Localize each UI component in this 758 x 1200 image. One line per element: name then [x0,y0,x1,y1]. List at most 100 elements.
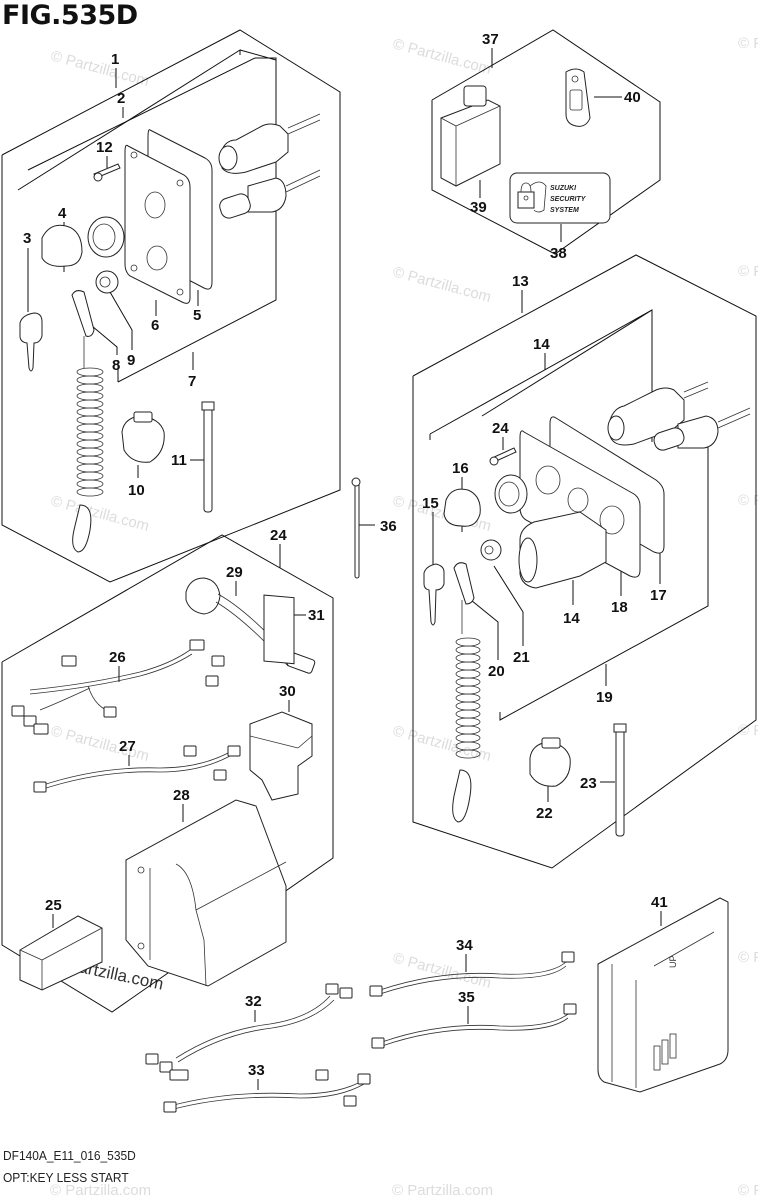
watermark: © Partzilla.com [738,492,758,509]
callout-28: 27 [119,738,136,755]
callout-42: 41 [651,894,668,911]
callouts-group-25: 24 29 31 26 30 27 28 25 [45,527,325,928]
watermark: © Partzilla.com [49,47,151,90]
callout-25: 24 [270,527,287,544]
watermark: © Partzilla.com [391,263,493,306]
callout-10: 10 [128,482,145,499]
security-decal-39: SUZUKI SECURITY SYSTEM [509,172,611,224]
harness-36 [381,1013,569,1043]
callout-23: 23 [580,775,597,792]
callout-5: 5 [193,307,201,324]
cap-4 [41,224,83,267]
cap-16 [443,488,481,527]
harness-27 [29,649,191,691]
callout-26: 25 [45,897,62,914]
fuse-box-26 [19,915,103,991]
callout-40: 39 [470,199,487,216]
lanyard-clip-end-right [452,769,472,823]
figure-name: OPT:KEY LESS START [3,1170,129,1185]
callouts-group-38: 37 39 38 40 [470,31,641,262]
watermark: © Partzilla.com [738,949,758,966]
callout-15: 15 [422,495,439,512]
callout-6: 6 [151,317,159,334]
callout-33: 32 [245,993,262,1010]
callout-35: 34 [456,937,473,954]
callouts-group-13: 13 14 14 15 16 17 18 19 20 21 22 23 24 [422,273,667,822]
callout-22: 22 [536,805,553,822]
watermark: © Partzilla.com [49,722,151,765]
callout-1: 1 [111,51,119,68]
callout-14-bottom: 14 [563,610,580,627]
harness-34 [169,1079,365,1107]
bracket-29 [125,799,287,987]
lanyard-clip-20 [453,562,475,605]
loose-parts: 32 33 34 35 41 UP [145,894,729,1113]
callout-16: 16 [452,460,469,477]
stop-switch-cap-10 [121,415,165,463]
parts-group-1 [19,113,321,553]
callout-11: 11 [171,452,187,469]
callout-17: 17 [650,587,667,604]
nut-9 [95,270,119,294]
callout-27: 26 [109,649,126,666]
callout-20: 20 [488,663,505,680]
key-15 [423,563,445,626]
callout-3: 3 [23,230,31,247]
ecu-up-marking: UP [668,955,678,968]
callout-29: 28 [173,787,190,804]
badge-line-1: SUZUKI [550,185,577,192]
figure-code: DF140A_E11_016_535D [3,1148,136,1163]
lanyard-coil-right [455,637,481,759]
badge-line-2: SECURITY [550,196,587,203]
callout-2: 2 [117,90,125,107]
callout-24: 24 [492,420,509,437]
ignition-switch [221,123,289,174]
key-3 [19,312,43,372]
key-fob-41 [565,68,591,127]
badge-line-3: SYSTEM [550,207,579,214]
parts-group-25 [11,577,316,991]
watermark: © Partzilla.com [738,722,758,739]
cable-tie-23 [615,727,625,837]
assembly-group-38 [431,29,661,255]
watermark: © Partzilla.com [738,1182,758,1199]
parts-group-13 [423,381,751,837]
panel-plate-18 [519,430,641,578]
watermark: © Partzilla.com [392,1182,493,1199]
callout-34: 33 [248,1062,265,1079]
callout-14-top: 14 [533,336,550,353]
figure-title: FIG.535D [2,0,138,31]
push-switch [247,177,287,213]
callout-30: 29 [226,564,243,581]
callout-7: 7 [188,373,196,390]
callout-41: 40 [624,89,641,106]
callout-31: 30 [279,683,296,700]
watermark: © Partzilla.com [50,1182,151,1199]
stop-switch-cap-22 [529,741,571,787]
harness-33 [175,995,331,1059]
watermark: © Partzilla.com [391,949,493,992]
callout-19: 19 [596,689,613,706]
card-32 [263,594,295,665]
ecu-42 [597,897,729,1093]
callout-38: 37 [482,31,499,48]
callout-39: 38 [550,245,567,262]
lanyard-clip-8 [71,290,95,337]
callout-4: 4 [58,205,67,222]
callout-8: 8 [112,357,120,374]
bezel-nut-right [494,474,528,514]
callout-13: 13 [512,273,529,290]
watermark: © Partzilla.com [738,35,758,52]
callout-21: 21 [513,649,530,666]
keyless-module-40 [440,99,501,187]
harness-28 [39,751,231,787]
lanyard-coil [76,367,104,497]
panel-plate-6 [124,144,191,304]
cable-tie-37: 36 [351,477,397,579]
watermark: © Partzilla.com [391,35,493,78]
callout-9: 9 [127,352,135,369]
callout-12: 12 [96,139,113,156]
nut-21 [480,539,502,561]
lanyard-clip-end [72,504,92,553]
